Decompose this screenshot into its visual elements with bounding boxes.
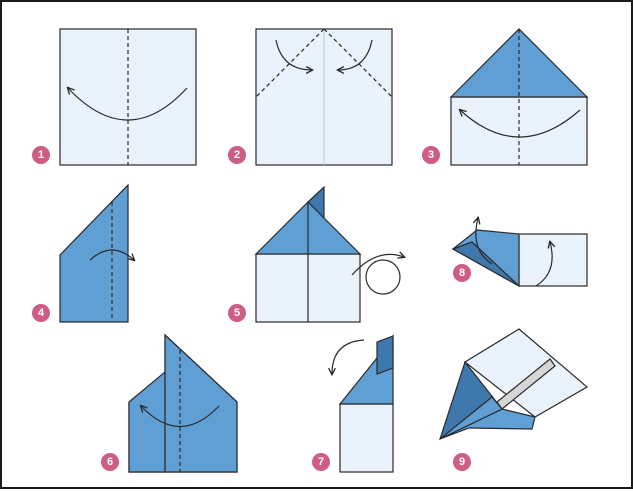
- step-6-paper: [128, 333, 238, 473]
- turn-over-arrow: [351, 254, 404, 276]
- step-4-paper: [59, 183, 134, 323]
- step-3-badge: 3: [422, 146, 440, 164]
- step-9-badge: 9: [453, 453, 471, 471]
- step-1-paper: [59, 28, 197, 166]
- step-7-badge: 7: [312, 453, 330, 471]
- fold-arrow: [460, 110, 581, 138]
- fold-arrow-right: [535, 242, 552, 287]
- step-7-paper: [332, 334, 394, 473]
- step-9-plane: [438, 328, 589, 441]
- step-4-badge: 4: [32, 304, 50, 322]
- step-8-badge: 8: [453, 264, 471, 282]
- step-6-badge: 6: [101, 453, 119, 471]
- fold-arrow: [68, 88, 188, 121]
- fold-arrow: [141, 406, 220, 427]
- fold-arrow: [89, 249, 134, 260]
- step-2-badge: 2: [228, 146, 246, 164]
- fold-arrow-right: [338, 39, 373, 70]
- fold-arrow: [332, 339, 365, 374]
- fold-arrow-left: [275, 39, 312, 70]
- step-5-paper: [254, 185, 404, 323]
- step-8-paper: [451, 218, 588, 288]
- step-3-paper: [449, 28, 589, 166]
- fold-arrow-left: [476, 218, 493, 265]
- step-1-badge: 1: [32, 146, 50, 164]
- step-2-paper: [255, 28, 393, 166]
- step-5-badge: 5: [228, 304, 246, 322]
